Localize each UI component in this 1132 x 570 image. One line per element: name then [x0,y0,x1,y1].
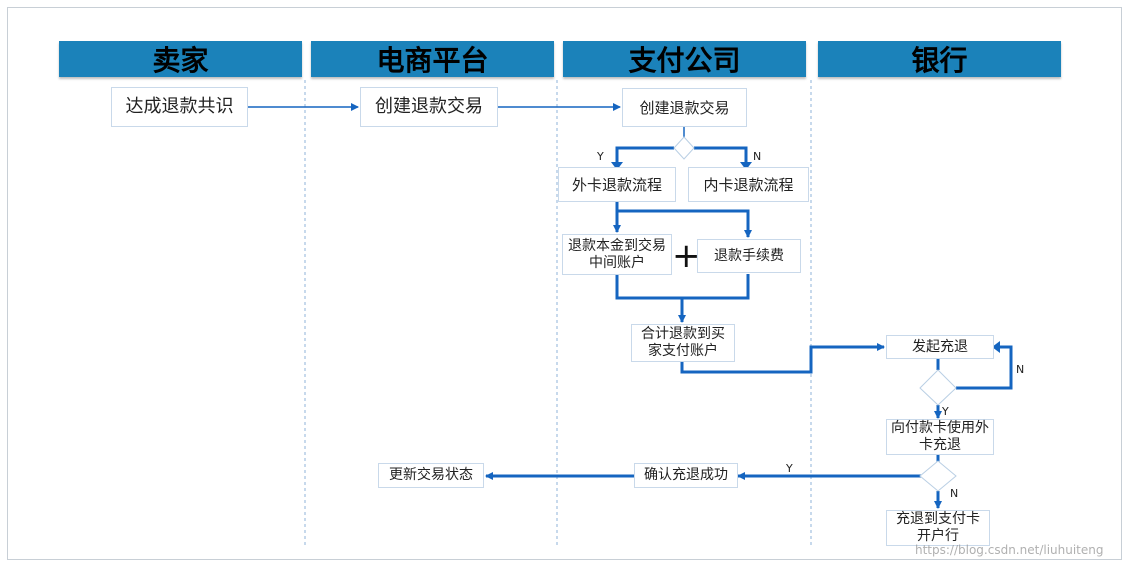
node-initiate-chargeback: 发起充退 [886,335,994,359]
arrow-merge [615,274,750,300]
edge-label-no: N [1016,363,1024,376]
lane-header-bank: 银行 [818,41,1061,77]
arrowhead [611,162,623,170]
arrowhead [740,162,752,170]
edge-label-no: N [753,150,761,163]
node-principal-to-intermediate: 退款本金到交易中间账户 [562,234,672,275]
arrow-decision-yes [615,146,674,164]
node-payment-create-refund: 创建退款交易 [622,88,747,127]
node-foreign-card-flow: 外卡退款流程 [558,167,676,202]
edge-label-yes: Y [941,405,949,418]
node-total-refund-to-buyer: 合计退款到买家支付账户 [631,324,735,362]
node-update-status: 更新交易状态 [378,463,484,488]
plus-operator: + [672,236,701,276]
node-foreign-card-chargeback: 向付款卡使用外卡充退 [886,419,994,455]
lane-header-seller: 卖家 [59,41,302,77]
arrow-total-to-initiate [680,343,885,374]
arrowhead [992,341,1000,353]
arrow-decision2-no [956,345,1013,390]
lane-header-platform: 电商平台 [311,41,554,77]
edge-label-yes: Y [596,150,604,163]
node-agree-refund: 达成退款共识 [111,87,248,127]
lane-header-payment: 支付公司 [563,41,806,77]
decision-diamond-initiate [919,369,957,406]
decision-diamond-success [919,460,957,492]
node-refund-fee: 退款手续费 [697,239,801,273]
arrow-decision-no [694,146,748,164]
node-refund-to-issuer: 充退到支付卡开户行 [886,510,990,546]
node-platform-create-refund: 创建退款交易 [360,87,498,127]
arrow-foreign-to-fee [617,209,752,238]
watermark: https://blog.csdn.net/liuhuiteng [915,543,1104,557]
node-confirm-success: 确认充退成功 [634,463,738,488]
node-domestic-card-flow: 内卡退款流程 [688,167,809,202]
edge-label-no: N [950,487,958,500]
diagram-frame [7,7,1122,560]
edge-label-yes: Y [785,462,793,475]
decision-diamond-card-type [673,136,695,160]
